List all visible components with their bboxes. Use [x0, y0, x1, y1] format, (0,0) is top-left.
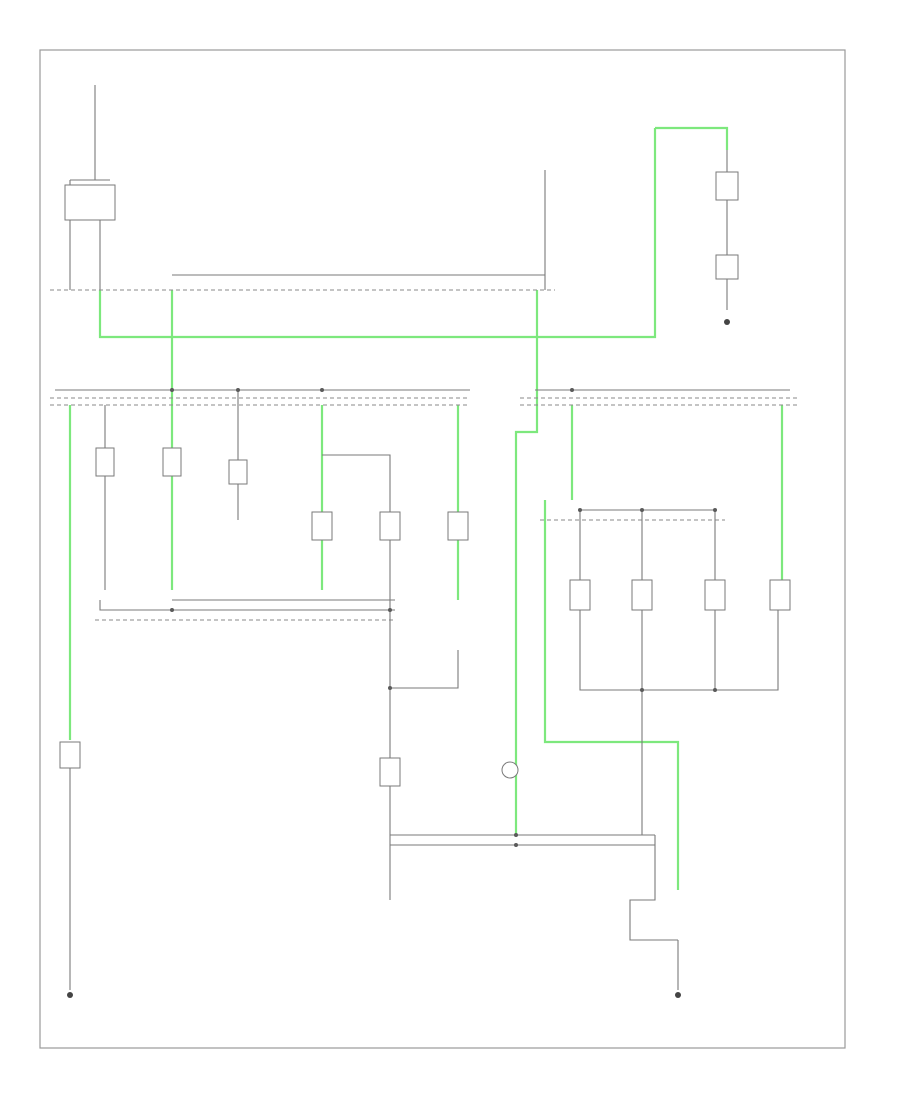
- ground-symbol: [67, 992, 73, 998]
- right-top-component-2: [715, 254, 739, 280]
- component-6: [447, 511, 469, 541]
- lamp: [501, 761, 519, 779]
- wiring: [50, 85, 800, 990]
- component-lower-left: [59, 741, 81, 769]
- component-4: [311, 511, 333, 541]
- component-2: [162, 447, 182, 477]
- component-1: [95, 447, 115, 477]
- components: [59, 171, 791, 787]
- right-top-component: [715, 171, 739, 201]
- component-mid-lower: [379, 757, 401, 787]
- ground-symbol: [724, 319, 730, 325]
- highlighted-circuit: [68, 126, 784, 890]
- diagram-frame: [39, 49, 846, 1049]
- component-10: [769, 579, 791, 611]
- ground-symbol: [675, 992, 681, 998]
- component-8: [631, 579, 653, 611]
- component-3: [228, 459, 248, 485]
- splices: [170, 388, 717, 847]
- grounds: [67, 319, 730, 998]
- component-7: [569, 579, 591, 611]
- component-9: [704, 579, 726, 611]
- component-5: [379, 511, 401, 541]
- top-switch-box: [64, 184, 116, 221]
